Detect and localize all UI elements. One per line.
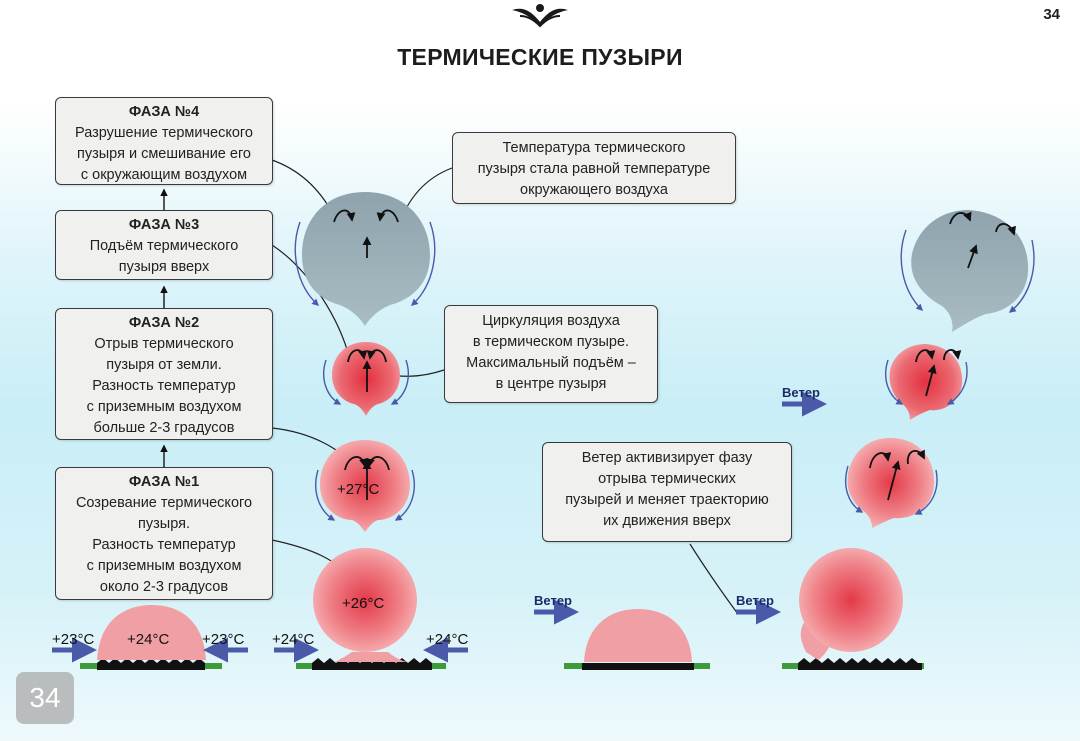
temp-left-air-1: +23°C bbox=[52, 631, 94, 648]
page-title: ТЕРМИЧЕСКИЕ ПУЗЫРИ bbox=[397, 44, 683, 70]
logo-icon bbox=[512, 4, 568, 28]
phase-1-label: ФАЗА №1 bbox=[128, 474, 200, 490]
phase-2-label: ФАЗА №2 bbox=[128, 315, 200, 331]
phase-3-box: ФАЗА №3 Подъём термического пузыря вверх bbox=[55, 210, 273, 280]
bubble-rising-27 bbox=[315, 440, 415, 532]
phase-4-box: ФАЗА №4 Разрушение термического пузыря и… bbox=[55, 97, 273, 185]
note-circulation: Циркуляция воздуха в термическом пузыре.… bbox=[444, 305, 658, 403]
bubble-wind-grey bbox=[900, 210, 1035, 332]
page-number: 34 bbox=[1043, 6, 1060, 23]
temp-right-air-1: +23°C bbox=[202, 631, 244, 648]
phase-1-box: ФАЗА №1 Созревание термического пузыря. … bbox=[55, 467, 273, 600]
phase-4-text: Разрушение термического пузыря и смешива… bbox=[75, 125, 253, 183]
phase-3-text: Подъём термического пузыря вверх bbox=[89, 238, 239, 275]
ground-wind-2 bbox=[782, 548, 924, 670]
temp-bubble-3: +27°C bbox=[337, 481, 379, 498]
phase-1-text: Созревание термического пузыря. Разность… bbox=[75, 495, 253, 595]
bubble-grey-dissipating bbox=[294, 192, 436, 326]
ground-phase2 bbox=[296, 548, 446, 670]
phase-2-text: Отрыв термического пузыря от земли. Разн… bbox=[86, 336, 242, 436]
temp-bubble-1: +24°C bbox=[127, 631, 169, 648]
wind-label-3: Ветер bbox=[782, 385, 820, 400]
ground-phase1 bbox=[80, 605, 222, 670]
note-wind-effect: Ветер активизирует фазу отрыва термическ… bbox=[542, 442, 792, 542]
wind-label-1: Ветер bbox=[534, 593, 572, 608]
note-equal-temperature: Температура термического пузыря стала ра… bbox=[452, 132, 736, 204]
phase-4-label: ФАЗА №4 bbox=[128, 104, 200, 120]
wind-arrows bbox=[534, 391, 827, 625]
wind-label-2: Ветер bbox=[736, 593, 774, 608]
temp-bubble-2: +26°C bbox=[342, 595, 384, 612]
bubble-circulation bbox=[322, 342, 410, 416]
phase-2-box: ФАЗА №2 Отрыв термического пузыря от зем… bbox=[55, 308, 273, 440]
bubble-wind-rising bbox=[844, 438, 938, 528]
temp-right-air-2: +24°C bbox=[426, 631, 468, 648]
phase-3-label: ФАЗА №3 bbox=[128, 217, 200, 233]
page-badge[interactable]: 34 bbox=[16, 672, 74, 724]
ground-wind-1 bbox=[564, 609, 710, 670]
temp-left-air-2: +24°C bbox=[272, 631, 314, 648]
bubble-wind-circulation bbox=[884, 344, 968, 420]
